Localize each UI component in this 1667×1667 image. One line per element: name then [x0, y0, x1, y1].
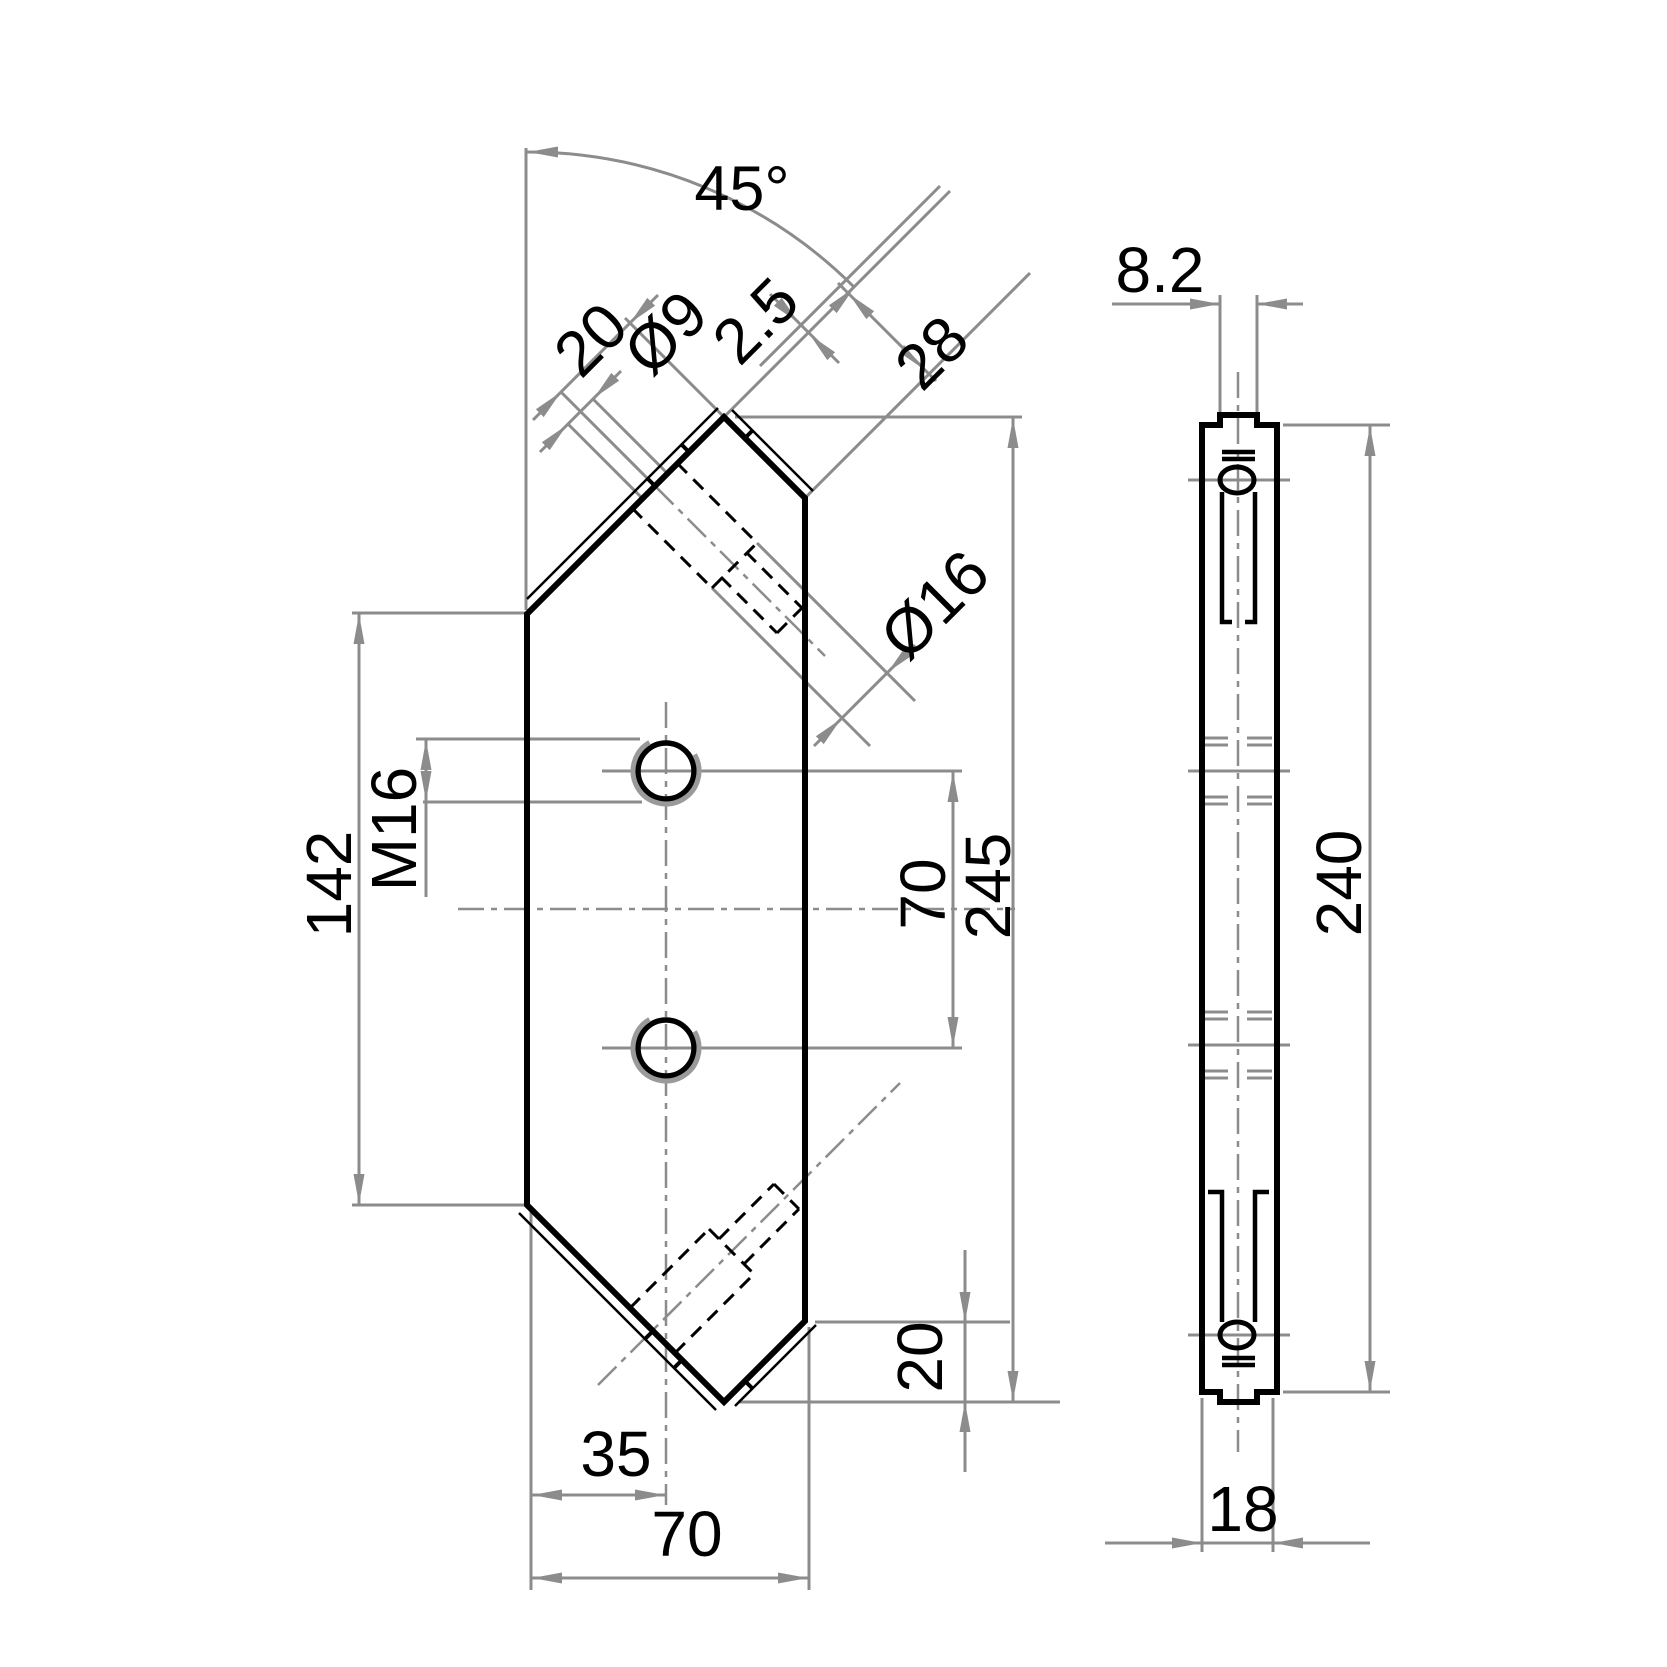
- dim-chamfer-28-label: 28: [881, 302, 982, 403]
- dim-thickness-18-label: 18: [1207, 1473, 1278, 1545]
- hole-top-core: [635, 740, 697, 802]
- dim-corner-20-bottom-label: 20: [884, 1321, 956, 1392]
- side-view: [1199, 412, 1280, 1405]
- dim-height-245-label: 245: [952, 833, 1024, 940]
- dim-offset-35-label: 35: [580, 1418, 651, 1490]
- dim-width-70-label: 70: [651, 1498, 722, 1570]
- side-inner-bottom: [1208, 1189, 1269, 1368]
- dim-tip-2-5-label: 2.5: [699, 264, 813, 378]
- dim-flat-142-label: 142: [293, 831, 365, 938]
- side-outline: [1199, 412, 1280, 1405]
- hole-bottom-thread-arc: [630, 1017, 702, 1084]
- side-hole-exit-top: [1217, 464, 1257, 496]
- hidden-cross-holes: [628, 461, 804, 1355]
- angle-arc: [526, 150, 856, 289]
- bevel-edge-lines: [518, 407, 817, 1411]
- tapped-hole-top: [630, 740, 702, 807]
- dimension-arrowheads: [353, 146, 1376, 1584]
- linear-dimension-lines: [352, 148, 1390, 1590]
- dimension-labels: 45° 20 Ø9 2.5 28 Ø16 8.2 142 M16 70 245 …: [293, 154, 1375, 1570]
- front-view: [518, 407, 817, 1411]
- dim-hole-spacing-70-label: 70: [887, 858, 959, 929]
- dim-dia16-label: Ø16: [866, 536, 1002, 672]
- side-inner-top: [1219, 449, 1258, 625]
- centerlines: [458, 372, 1240, 1505]
- dim-side-240-label: 240: [1303, 830, 1375, 937]
- side-hole-exit-bottom: [1217, 1319, 1257, 1351]
- tapped-hole-bottom: [630, 1017, 702, 1084]
- dimension-lines: [352, 148, 1390, 1590]
- front-outline: [524, 412, 808, 1407]
- dim-angle-45-label: 45°: [694, 154, 789, 224]
- bevel-notch-ticks: [643, 428, 755, 1391]
- dim-thread-m16-label: M16: [358, 767, 430, 892]
- hole-bottom-core: [635, 1017, 697, 1079]
- hole-top-thread-arc: [630, 740, 702, 807]
- dim-edge-8-2-label: 8.2: [1116, 234, 1205, 306]
